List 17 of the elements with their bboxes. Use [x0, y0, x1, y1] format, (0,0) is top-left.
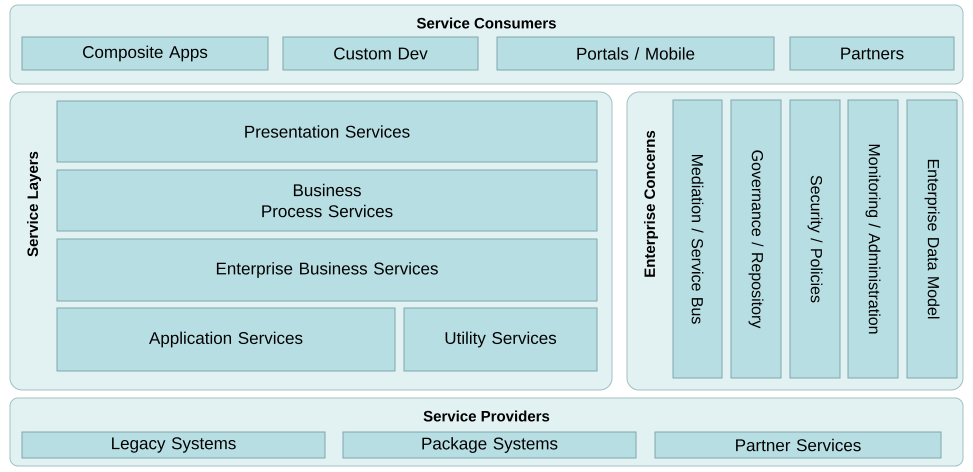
service-box: Business Process Services	[56, 170, 598, 232]
service-box: Enterprise Business Services	[56, 238, 598, 302]
service-box: Package Systems	[342, 432, 636, 458]
service-box: Partners	[790, 36, 955, 70]
service-box: Legacy Systems	[22, 432, 326, 458]
service-box: Partner Services	[654, 432, 942, 458]
service-box: Portals / Mobile	[496, 36, 774, 70]
concern-column: Security / Policies	[790, 100, 840, 378]
concern-column: Governance / Repository	[730, 100, 782, 378]
concern-column: Mediation / Service Bus	[672, 100, 722, 378]
service-box: Custom Dev	[282, 36, 478, 70]
service-box: Composite Apps	[22, 36, 268, 70]
concern-column: Enterprise Data Model	[906, 100, 958, 378]
service-box: Application Services	[56, 308, 396, 372]
concern-column: Monitoring / Administration	[848, 100, 898, 378]
service-box: Presentation Services	[56, 100, 598, 162]
service-box: Utility Services	[404, 308, 598, 372]
